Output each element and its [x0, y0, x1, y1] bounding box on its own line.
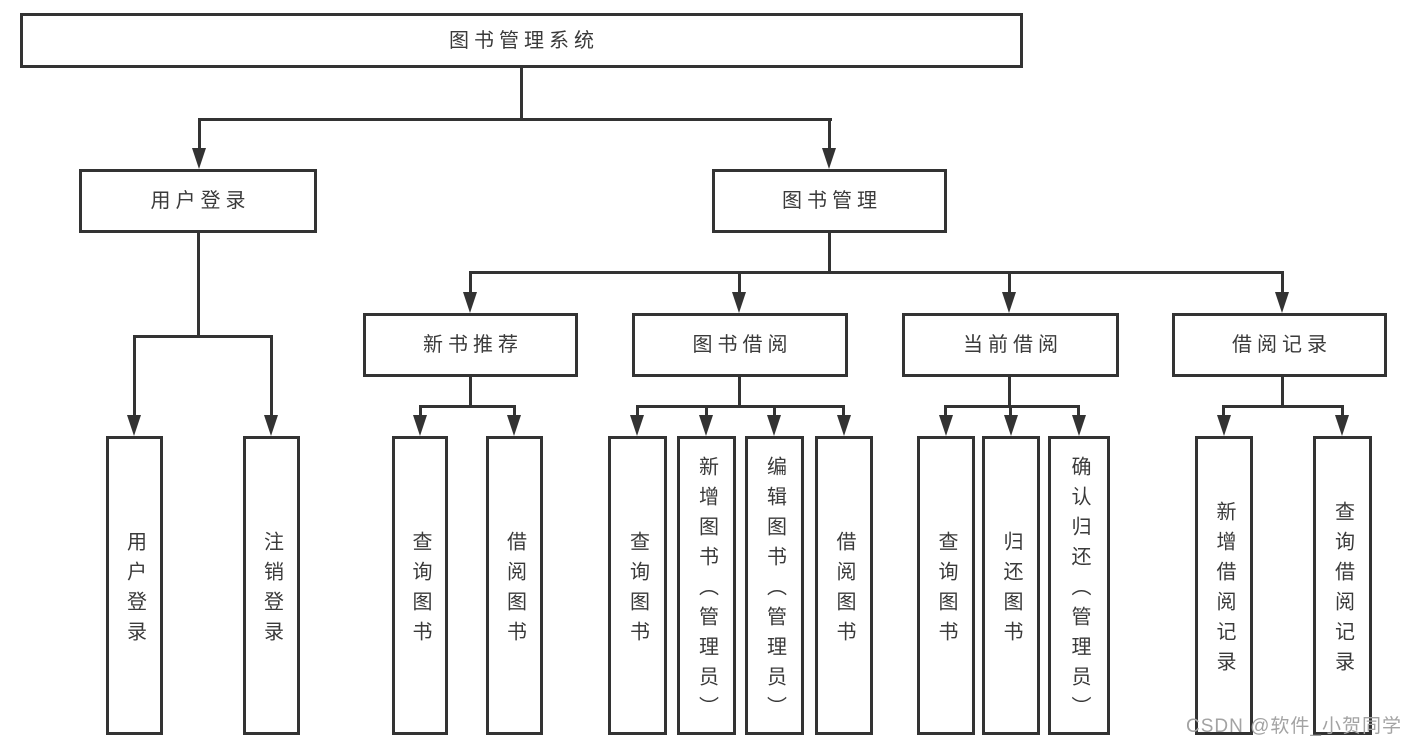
arrowhead-records — [1275, 292, 1289, 313]
leaf-borrow-books-borrowing: 借阅图书 — [815, 436, 873, 735]
connector-borrowing-stub — [738, 377, 741, 408]
connector-drop-r-query — [1341, 405, 1344, 419]
node-user-login: 用户登录 — [79, 169, 317, 233]
connector-records-bar — [1223, 405, 1344, 408]
connector-drop-c-return — [1009, 405, 1012, 419]
connector-drop-b-edit — [773, 405, 776, 419]
arrowhead-b-query — [630, 415, 644, 436]
arrowhead-nb-query — [413, 415, 427, 436]
arrowhead-b-edit — [767, 415, 781, 436]
connector-drop-book-mgmt — [828, 118, 831, 151]
connector-current-stub — [1008, 377, 1011, 408]
connector-root-stub — [520, 68, 523, 121]
node-library-management-system: 图书管理系统 — [20, 13, 1023, 68]
connector-drop-c-confirm — [1077, 405, 1080, 419]
leaf-query-books-current: 查询图书 — [917, 436, 975, 735]
connector-drop-new-books — [469, 271, 472, 295]
node-book-management: 图书管理 — [712, 169, 947, 233]
connector-level2-bar — [198, 118, 832, 121]
arrowhead-r-add — [1217, 415, 1231, 436]
connector-user-stub — [197, 233, 200, 337]
leaf-edit-book-admin: 编辑图书（管理员） — [745, 436, 804, 735]
connector-drop-leaf-login — [133, 335, 136, 416]
arrowhead-current — [1002, 292, 1016, 313]
arrowhead-leaf-logout — [264, 415, 278, 436]
arrowhead-c-confirm — [1072, 415, 1086, 436]
connector-drop-user-login — [198, 118, 201, 151]
arrowhead-book-mgmt — [822, 148, 836, 169]
connector-drop-r-add — [1222, 405, 1225, 419]
leaf-logout: 注销登录 — [243, 436, 300, 735]
leaf-confirm-return-admin: 确认归还（管理员） — [1048, 436, 1110, 735]
connector-user-bar — [133, 335, 273, 338]
leaf-add-book-admin: 新增图书（管理员） — [677, 436, 736, 735]
node-borrowing-records: 借阅记录 — [1172, 313, 1387, 377]
node-book-borrowing: 图书借阅 — [632, 313, 848, 377]
connector-drop-records — [1281, 271, 1284, 295]
arrowhead-new-books — [463, 292, 477, 313]
leaf-query-borrow-record: 查询借阅记录 — [1313, 436, 1372, 735]
arrowhead-user-login — [192, 148, 206, 169]
arrowhead-c-query — [939, 415, 953, 436]
arrowhead-borrowing — [732, 292, 746, 313]
connector-drop-leaf-logout — [270, 335, 273, 416]
leaf-add-borrow-record: 新增借阅记录 — [1195, 436, 1253, 735]
connector-records-stub — [1281, 377, 1284, 408]
connector-current-bar — [945, 405, 1080, 408]
leaf-query-books-borrowing: 查询图书 — [608, 436, 667, 735]
arrowhead-b-borrow — [837, 415, 851, 436]
connector-drop-borrowing — [738, 271, 741, 295]
connector-drop-current — [1008, 271, 1011, 295]
leaf-user-login: 用户登录 — [106, 436, 163, 735]
csdn-watermark: CSDN @软件_小贺同学 — [1186, 716, 1402, 737]
arrowhead-b-add — [699, 415, 713, 436]
connector-newbooks-stub — [469, 377, 472, 408]
arrowhead-r-query — [1335, 415, 1349, 436]
arrowhead-nb-borrow — [507, 415, 521, 436]
connector-level3-bar — [469, 271, 1284, 274]
node-new-book-recommendation: 新书推荐 — [363, 313, 578, 377]
connector-drop-nb-borrow — [513, 405, 516, 419]
connector-drop-nb-query — [419, 405, 422, 419]
leaf-return-books: 归还图书 — [982, 436, 1040, 735]
arrowhead-leaf-login — [127, 415, 141, 436]
arrowhead-c-return — [1004, 415, 1018, 436]
connector-borrowing-bar — [636, 405, 845, 408]
connector-newbooks-bar — [419, 405, 516, 408]
connector-drop-c-query — [944, 405, 947, 419]
node-current-borrowing: 当前借阅 — [902, 313, 1119, 377]
connector-mgmt-stub — [828, 233, 831, 274]
leaf-query-books-newbooks: 查询图书 — [392, 436, 448, 735]
connector-drop-b-query — [636, 405, 639, 419]
connector-drop-b-add — [705, 405, 708, 419]
leaf-borrow-books-newbooks: 借阅图书 — [486, 436, 543, 735]
connector-drop-b-borrow — [842, 405, 845, 419]
